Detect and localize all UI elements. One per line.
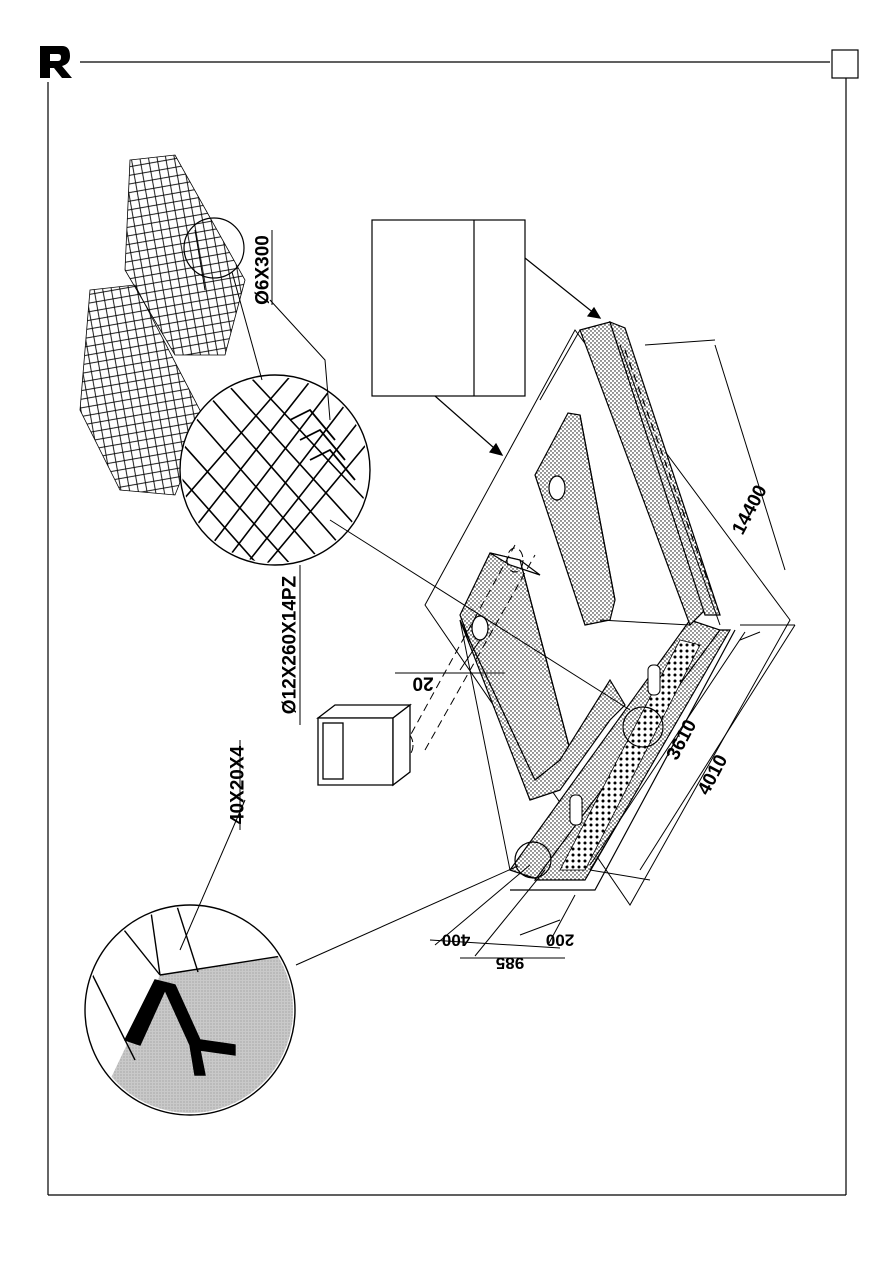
brand-logo: [40, 46, 72, 78]
total-dimension-label: 985: [496, 955, 524, 972]
steel-tube-box: [318, 705, 410, 785]
wall-dimension-label: 400: [442, 932, 470, 949]
step-dimension-label: 200: [546, 932, 574, 949]
right-wall: [535, 413, 615, 625]
mesh-bottom-label: Ø12X260X14PZ: [281, 576, 300, 714]
info-box: [372, 220, 525, 396]
mesh-top-label: Ø6X300: [254, 235, 273, 305]
tube-section-label: 40X20X4: [229, 746, 248, 824]
mesh-detail-magnified: [165, 350, 370, 590]
corner-detail-magnified: [85, 900, 320, 1130]
gap-dimension-label: 20: [412, 674, 433, 693]
